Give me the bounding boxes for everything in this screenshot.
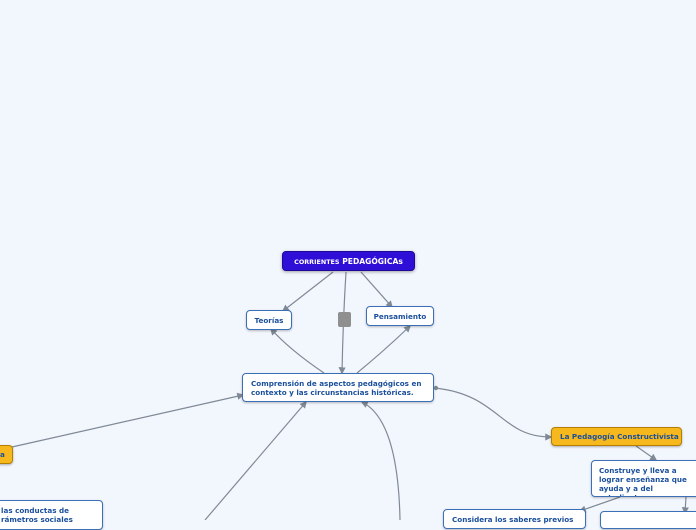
- node-comprension[interactable]: Comprensión de aspectos pedagógicos en c…: [242, 373, 434, 402]
- node-constructivista[interactable]: La Pedagogía Constructivista: [551, 427, 682, 446]
- node-next-right[interactable]: [600, 511, 696, 529]
- link-construye-considera: [578, 496, 621, 513]
- node-constructivista-label: La Pedagogía Constructivista: [560, 432, 679, 441]
- link-constructivista-construye: [635, 445, 658, 461]
- node-conductas[interactable]: las conductas de rámetros sociales: [0, 500, 103, 530]
- collapsed-node-placeholder[interactable]: [338, 312, 351, 327]
- node-comprension-label: Comprensión de aspectos pedagógicos en c…: [251, 379, 422, 397]
- link-bottom-left-comprension: [204, 400, 307, 520]
- node-teorias-label: Teorías: [254, 316, 284, 325]
- link-construye-next: [681, 496, 689, 515]
- link-left-comprension: [11, 392, 245, 448]
- link-root-pensamiento: [360, 271, 393, 309]
- node-left-yellow[interactable]: a: [0, 445, 13, 464]
- root-label-small: CORRIENTES: [294, 258, 340, 266]
- node-conductas-label: las conductas de rámetros sociales: [1, 506, 73, 524]
- link-handle-dot: [433, 385, 439, 391]
- node-teorias[interactable]: Teorías: [246, 310, 292, 330]
- root-label-large: PEDAGÓGICAs: [342, 257, 403, 266]
- root-node[interactable]: CORRIENTES PEDAGÓGICAs: [282, 251, 415, 271]
- link-comprension-constructivista: [434, 387, 553, 441]
- node-pensamiento[interactable]: Pensamiento: [366, 306, 434, 326]
- link-comprension-teorias: [270, 327, 325, 374]
- node-construye-label: Construye y lleva a lograr enseñanza que…: [599, 466, 687, 496]
- node-left-yellow-label: a: [0, 450, 5, 459]
- node-construye[interactable]: Construye y lleva a lograr enseñanza que…: [591, 460, 696, 497]
- node-pensamiento-label: Pensamiento: [373, 312, 427, 321]
- link-root-teorias: [281, 271, 334, 312]
- node-considera[interactable]: Considera los saberes previos: [443, 509, 586, 529]
- link-bottom-right-comprension: [360, 401, 401, 520]
- link-comprension-pensamiento: [356, 325, 412, 374]
